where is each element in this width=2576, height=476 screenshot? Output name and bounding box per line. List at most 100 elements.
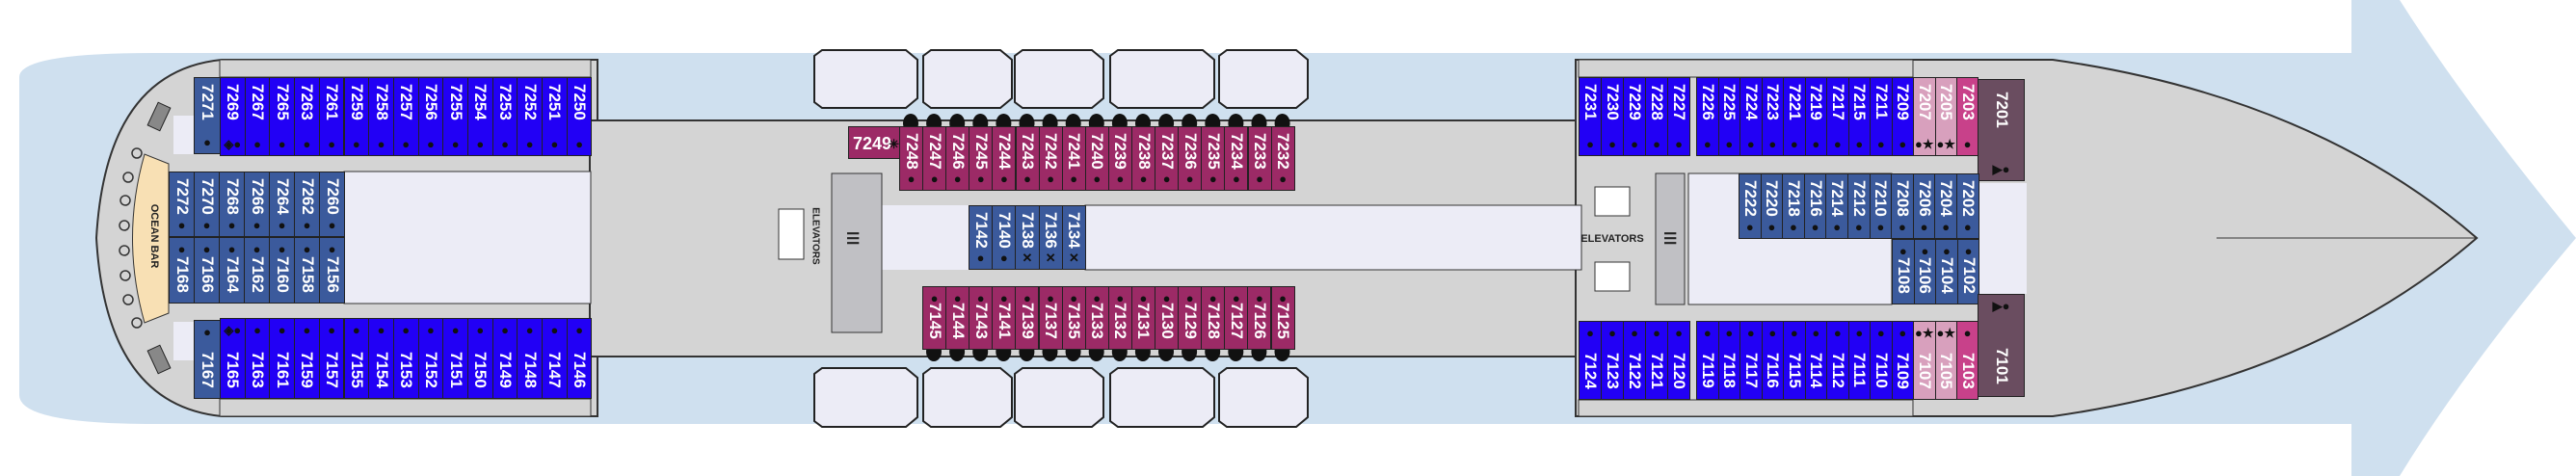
cabin-7156[interactable]: 7156● [319, 237, 345, 304]
cabin-7125[interactable]: 7125● [1270, 286, 1295, 350]
cabin-7244[interactable]: 7244● [992, 126, 1017, 191]
cabin-7109[interactable]: 7109● [1891, 321, 1914, 400]
cabin-7130[interactable]: 7130● [1155, 286, 1180, 350]
cabin-7121[interactable]: 7121● [1645, 321, 1668, 400]
cabin-7209[interactable]: 7209● [1891, 77, 1914, 156]
cabin-7222[interactable]: 7222● [1739, 173, 1762, 239]
cabin-7134[interactable]: 7134✕ [1061, 205, 1086, 270]
cabin-7135[interactable]: 7135● [1061, 286, 1086, 350]
cabin-7249[interactable]: 7249✳ [848, 126, 900, 159]
cabin-7262[interactable]: 7262● [294, 172, 320, 237]
cabin-7152[interactable]: 7152● [417, 318, 444, 399]
cabin-7123[interactable]: 7123● [1601, 321, 1624, 400]
cabin-7148[interactable]: 7148● [517, 318, 544, 399]
cabin-7237[interactable]: 7237● [1155, 126, 1180, 191]
cabin-7117[interactable]: 7117● [1739, 321, 1763, 400]
cabin-7221[interactable]: 7221● [1783, 77, 1806, 156]
cabin-7263[interactable]: 7263● [294, 77, 320, 156]
cabin-7104[interactable]: 7104● [1935, 239, 1958, 304]
cabin-7256[interactable]: 7256● [417, 77, 444, 156]
cabin-7165[interactable]: 7165◈● [220, 318, 246, 399]
cabin-7218[interactable]: 7218● [1782, 173, 1805, 239]
cabin-7210[interactable]: 7210● [1869, 173, 1893, 239]
cabin-7261[interactable]: 7261● [318, 77, 345, 156]
cabin-7153[interactable]: 7153● [392, 318, 419, 399]
cabin-7160[interactable]: 7160● [269, 237, 295, 304]
cabin-7122[interactable]: 7122● [1623, 321, 1646, 400]
cabin-7260[interactable]: 7260● [319, 172, 345, 237]
cabin-7227[interactable]: 7227● [1667, 77, 1690, 156]
cabin-7255[interactable]: 7255● [442, 77, 468, 156]
cabin-7157[interactable]: 7157● [318, 318, 345, 399]
cabin-7270[interactable]: 7270● [194, 172, 220, 237]
cabin-7129[interactable]: 7129● [1178, 286, 1203, 350]
cabin-7245[interactable]: 7245● [969, 126, 994, 191]
cabin-7166[interactable]: 7166● [194, 237, 220, 304]
cabin-7235[interactable]: 7235● [1201, 126, 1226, 191]
cabin-7231[interactable]: 7231● [1579, 77, 1602, 156]
cabin-7145[interactable]: 7145● [922, 286, 947, 350]
cabin-7215[interactable]: 7215● [1847, 77, 1871, 156]
cabin-7114[interactable]: 7114● [1804, 321, 1827, 400]
cabin-7246[interactable]: 7246● [945, 126, 970, 191]
cabin-7251[interactable]: 7251● [542, 77, 568, 156]
cabin-7108[interactable]: 7108● [1892, 239, 1915, 304]
cabin-7112[interactable]: 7112● [1826, 321, 1849, 400]
cabin-7238[interactable]: 7238● [1131, 126, 1156, 191]
cabin-7161[interactable]: 7161● [269, 318, 296, 399]
cabin-7233[interactable]: 7233● [1247, 126, 1272, 191]
cabin-7103[interactable]: 7103● [1956, 321, 1978, 400]
cabin-7239[interactable]: 7239● [1107, 126, 1132, 191]
cabin-7272[interactable]: 7272● [169, 172, 195, 237]
cabin-7162[interactable]: 7162● [244, 237, 270, 304]
cabin-7219[interactable]: 7219● [1804, 77, 1827, 156]
cabin-7144[interactable]: 7144● [945, 286, 970, 350]
cabin-7149[interactable]: 7149● [491, 318, 518, 399]
cabin-7257[interactable]: 7257● [392, 77, 419, 156]
cabin-7202[interactable]: 7202● [1956, 173, 1979, 239]
cabin-7131[interactable]: 7131● [1130, 286, 1155, 350]
cabin-7236[interactable]: 7236● [1178, 126, 1203, 191]
cabin-7269[interactable]: 7269◈● [220, 77, 246, 156]
cabin-7230[interactable]: 7230● [1601, 77, 1624, 156]
cabin-7229[interactable]: 7229● [1623, 77, 1646, 156]
cabin-7107[interactable]: 7107●★ [1913, 321, 1936, 400]
cabin-7110[interactable]: 7110● [1870, 321, 1893, 400]
cabin-7204[interactable]: 7204● [1934, 173, 1957, 239]
cabin-7232[interactable]: 7232● [1270, 126, 1295, 191]
cabin-7217[interactable]: 7217● [1826, 77, 1849, 156]
cabin-7158[interactable]: 7158● [294, 237, 320, 304]
cabin-7119[interactable]: 7119● [1696, 321, 1719, 400]
cabin-7128[interactable]: 7128● [1201, 286, 1226, 350]
cabin-7224[interactable]: 7224● [1739, 77, 1763, 156]
cabin-7268[interactable]: 7268● [219, 172, 245, 237]
cabin-7264[interactable]: 7264● [269, 172, 295, 237]
cabin-7211[interactable]: 7211● [1870, 77, 1893, 156]
cabin-7228[interactable]: 7228● [1645, 77, 1668, 156]
cabin-7266[interactable]: 7266● [244, 172, 270, 237]
cabin-7220[interactable]: 7220● [1760, 173, 1784, 239]
cabin-7147[interactable]: 7147● [542, 318, 568, 399]
cabin-7258[interactable]: 7258● [368, 77, 394, 156]
cabin-7102[interactable]: 7102● [1956, 239, 1980, 304]
cabin-7201[interactable]: 7201▶● [1978, 79, 2025, 181]
cabin-7140[interactable]: 7140● [992, 205, 1017, 270]
cabin-7214[interactable]: 7214● [1825, 173, 1848, 239]
cabin-7205[interactable]: 7205●★ [1934, 77, 1957, 156]
cabin-7163[interactable]: 7163● [244, 318, 271, 399]
cabin-7116[interactable]: 7116● [1761, 321, 1784, 400]
cabin-7247[interactable]: 7247● [922, 126, 947, 191]
cabin-7143[interactable]: 7143● [969, 286, 994, 350]
cabin-7167[interactable]: 7167● [194, 320, 221, 399]
cabin-7207[interactable]: 7207●★ [1913, 77, 1936, 156]
cabin-7146[interactable]: 7146● [566, 318, 593, 399]
cabin-7137[interactable]: 7137● [1038, 286, 1063, 350]
cabin-7241[interactable]: 7241● [1061, 126, 1086, 191]
cabin-7203[interactable]: 7203● [1956, 77, 1978, 156]
cabin-7124[interactable]: 7124● [1579, 321, 1602, 400]
cabin-7139[interactable]: 7139● [1015, 286, 1040, 350]
cabin-7223[interactable]: 7223● [1761, 77, 1784, 156]
cabin-7253[interactable]: 7253● [491, 77, 518, 156]
cabin-7225[interactable]: 7225● [1717, 77, 1740, 156]
cabin-7150[interactable]: 7150● [467, 318, 493, 399]
